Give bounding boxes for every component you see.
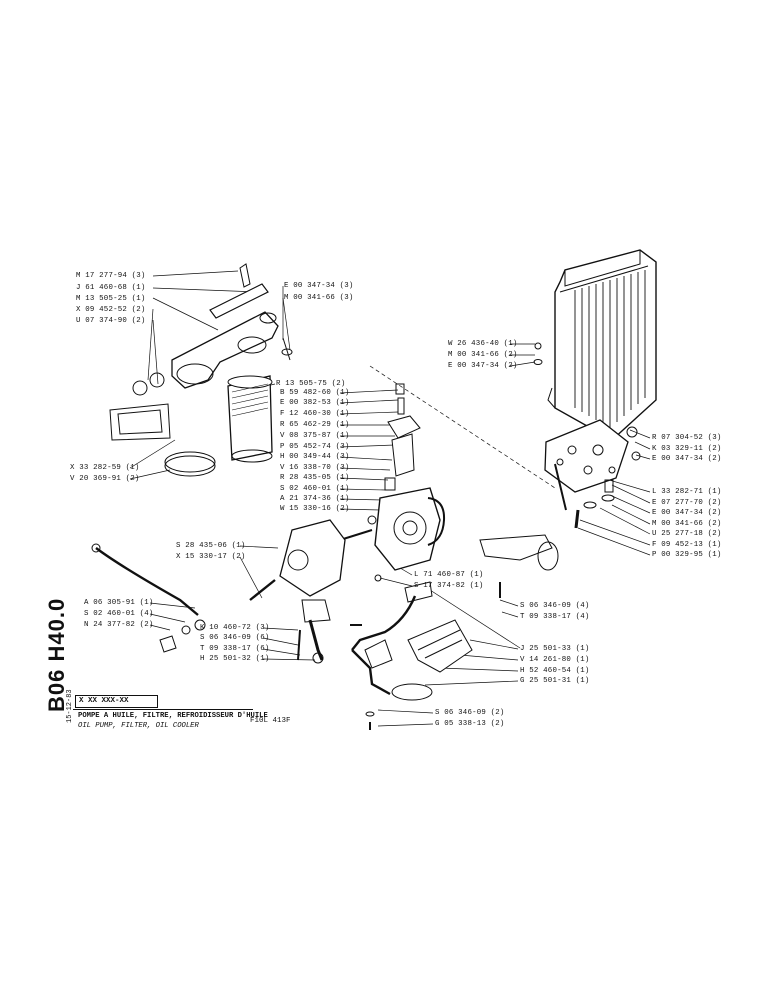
oil-pump-drawing — [91, 383, 446, 664]
part-label: V 16 338-70 (3) — [280, 464, 350, 472]
part-label: S 06 346-09 (2) — [435, 709, 505, 717]
part-label: E 00 347-34 (2) — [652, 455, 722, 463]
part-label: S 28 435-06 (1) — [176, 542, 246, 550]
suction-pipe-drawing — [350, 534, 559, 730]
part-label: L 71 460-87 (1) — [414, 571, 484, 579]
title-divider — [73, 709, 253, 710]
part-label: E 07 277-70 (2) — [652, 499, 722, 507]
part-label: M 00 341-66 (2) — [448, 351, 518, 359]
part-label: S 17 374-82 (1) — [414, 582, 484, 590]
part-label: R 13 505-75 (2) — [276, 380, 346, 388]
part-label: U 25 277-18 (2) — [652, 530, 722, 538]
part-label: M 00 341-66 (2) — [652, 520, 722, 528]
part-label: E 00 347-34 (2) — [652, 509, 722, 517]
part-label: V 20 369-91 (2) — [70, 475, 140, 483]
part-label: E 00 382-53 (1) — [280, 399, 350, 407]
part-label: N 24 377-82 (2) — [84, 621, 154, 629]
part-label: X 33 282-59 (1) — [70, 464, 140, 472]
part-label: S 02 460-01 (1) — [280, 485, 350, 493]
title-french: POMPE A HUILE, FILTRE, REFROIDISSEUR D'H… — [78, 712, 268, 720]
part-label: G 25 501-31 (1) — [520, 677, 590, 685]
part-label: W 26 436-40 (1) — [448, 340, 518, 348]
part-label: J 61 460-68 (1) — [76, 284, 146, 292]
part-label: J 25 501-33 (1) — [520, 645, 590, 653]
sheet-date: 15-12-83 — [66, 689, 74, 723]
part-label: S 02 460-01 (4) — [84, 610, 154, 618]
part-label: P 05 452-74 (3) — [280, 443, 350, 451]
part-label: W 15 330-16 (2) — [280, 505, 350, 513]
part-label: X 09 452-52 (2) — [76, 306, 146, 314]
part-label: G 05 338-13 (2) — [435, 720, 505, 728]
part-label: M 17 277-94 (3) — [76, 272, 146, 280]
part-label: R 65 462-29 (1) — [280, 421, 350, 429]
part-label: L 33 282-71 (1) — [652, 488, 722, 496]
part-label: F 12 460-30 (1) — [280, 410, 350, 418]
part-label: A 21 374-36 (1) — [280, 495, 350, 503]
part-label: X 15 330-17 (2) — [176, 553, 246, 561]
part-label: F 09 452-13 (1) — [652, 541, 722, 549]
part-label: S 06 346-09 (4) — [520, 602, 590, 610]
code-box: X XX XXX-XX — [75, 695, 158, 708]
part-label: H 52 460-54 (1) — [520, 667, 590, 675]
part-label: V 08 375-87 (1) — [280, 432, 350, 440]
filter-drawing — [109, 263, 293, 477]
part-label: K 03 329-11 (2) — [652, 445, 722, 453]
part-label: E 00 347-34 (3) — [284, 282, 354, 290]
part-label: K 10 460-72 (3) — [200, 624, 270, 632]
part-label: H 25 501-32 (1) — [200, 655, 270, 663]
part-label: T 09 338-17 (4) — [520, 613, 590, 621]
engine-ref: F10L 413F — [250, 717, 291, 725]
part-label: U 07 374-90 (2) — [76, 317, 146, 325]
part-label: M 00 341-66 (3) — [284, 294, 354, 302]
part-label: H 00 349-44 (3) — [280, 453, 350, 461]
part-label: R 07 304-52 (3) — [652, 434, 722, 442]
part-label: T 09 338-17 (6) — [200, 645, 270, 653]
part-label: A 06 305-91 (1) — [84, 599, 154, 607]
part-label: E 00 347-34 (2) — [448, 362, 518, 370]
part-label: B 59 482-60 (1) — [280, 389, 350, 397]
part-label: V 14 261-80 (1) — [520, 656, 590, 664]
part-label: M 13 505-25 (1) — [76, 295, 146, 303]
title-english: OIL PUMP, FILTER, OIL COOLER — [78, 722, 199, 730]
part-label: P 00 329-95 (1) — [652, 551, 722, 559]
part-label: R 28 435-05 (1) — [280, 474, 350, 482]
oil-cooler-drawing — [533, 249, 657, 529]
part-label: S 06 346-09 (6) — [200, 634, 270, 642]
